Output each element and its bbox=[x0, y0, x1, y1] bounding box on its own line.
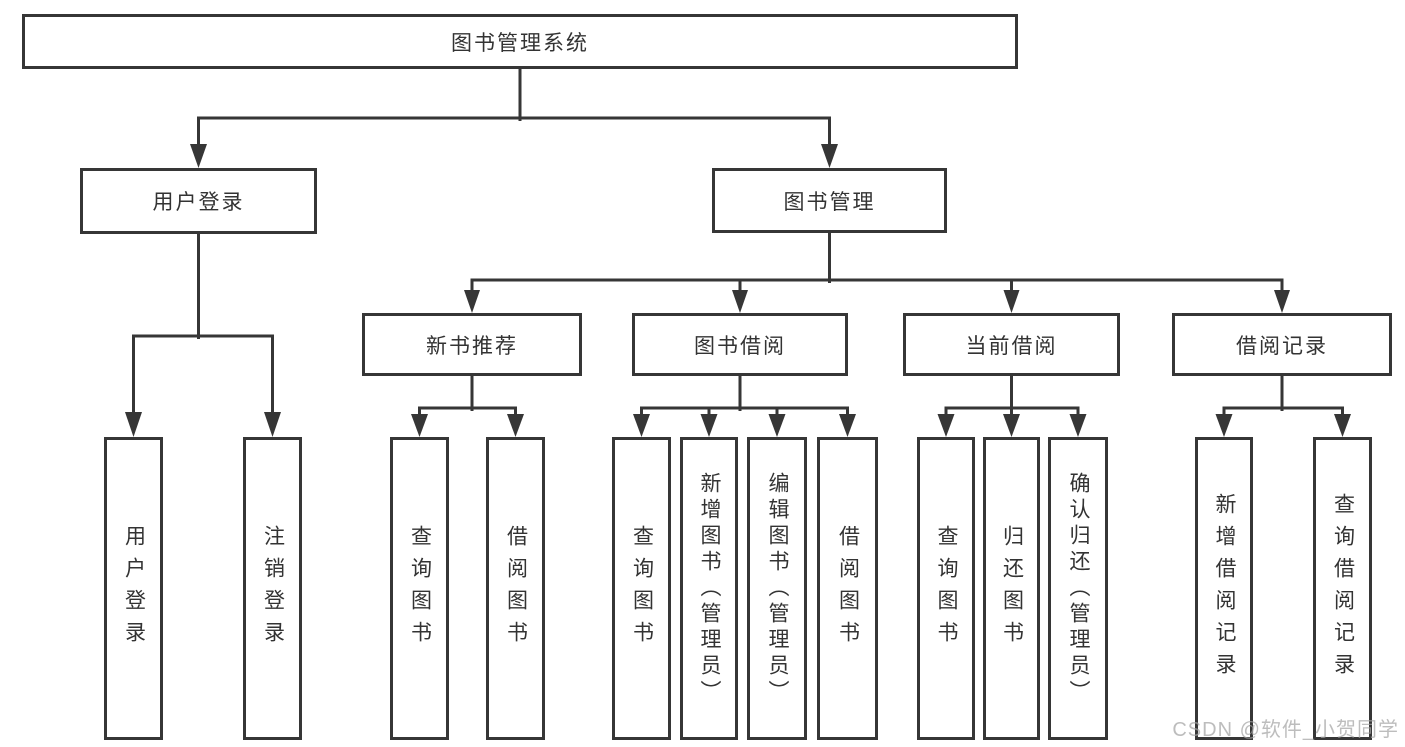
leaf-bb-query-books: 查询图书 bbox=[612, 437, 671, 740]
node-user-login: 用户登录 bbox=[80, 168, 317, 234]
node-book-management-label: 图书管理 bbox=[783, 190, 876, 214]
connector-book-management-children bbox=[464, 231, 1290, 313]
leaf-br-add-record-label: 新增借阅记录 bbox=[1213, 492, 1236, 685]
csdn-watermark: CSDN @软件_小贺同学 bbox=[1172, 719, 1399, 741]
node-new-book-recommend-label: 新书推荐 bbox=[426, 334, 518, 358]
leaf-cb-return-books: 归还图书 bbox=[983, 437, 1040, 740]
leaf-br-add-record: 新增借阅记录 bbox=[1195, 437, 1253, 740]
node-root: 图书管理系统 bbox=[22, 14, 1018, 69]
leaf-cb-return-books-label: 归还图书 bbox=[1000, 524, 1024, 653]
leaf-bb-borrow-books: 借阅图书 bbox=[817, 437, 878, 740]
node-book-borrow-label: 图书借阅 bbox=[694, 334, 786, 358]
leaf-logout-label: 注销登录 bbox=[261, 524, 285, 653]
node-borrow-records: 借阅记录 bbox=[1172, 313, 1392, 376]
leaf-nb-borrow-books-label: 借阅图书 bbox=[504, 524, 528, 653]
leaf-cb-confirm-return-admin: 确认归还（管理员） bbox=[1048, 437, 1108, 740]
leaf-nb-borrow-books: 借阅图书 bbox=[486, 437, 545, 740]
leaf-logout: 注销登录 bbox=[243, 437, 302, 740]
leaf-user-login-label: 用户登录 bbox=[122, 524, 146, 653]
leaf-cb-query-books-label: 查询图书 bbox=[935, 524, 958, 653]
connector-borrow-records-children bbox=[1215, 374, 1351, 437]
leaf-bb-query-books-label: 查询图书 bbox=[630, 524, 654, 653]
node-book-borrow: 图书借阅 bbox=[632, 313, 848, 376]
connector-new-book-recommend-children bbox=[411, 374, 524, 437]
connector-current-borrow-children bbox=[937, 374, 1087, 437]
node-current-borrow-label: 当前借阅 bbox=[965, 334, 1058, 358]
leaf-cb-confirm-return-admin-label: 确认归还（管理员） bbox=[1067, 471, 1090, 706]
leaf-br-query-record-label: 查询借阅记录 bbox=[1331, 492, 1355, 685]
leaf-bb-edit-books-admin: 编辑图书（管理员） bbox=[747, 437, 807, 740]
node-user-login-label: 用户登录 bbox=[152, 191, 245, 214]
leaf-user-login: 用户登录 bbox=[104, 437, 163, 740]
node-new-book-recommend: 新书推荐 bbox=[362, 313, 582, 376]
leaf-bb-add-books-admin: 新增图书（管理员） bbox=[680, 437, 738, 740]
leaf-bb-add-books-admin-label: 新增图书（管理员） bbox=[698, 471, 721, 706]
leaf-cb-query-books: 查询图书 bbox=[917, 437, 975, 740]
connector-root-to-level2 bbox=[190, 67, 838, 168]
leaf-nb-query-books: 查询图书 bbox=[390, 437, 449, 740]
node-current-borrow: 当前借阅 bbox=[903, 313, 1120, 376]
node-book-management: 图书管理 bbox=[712, 168, 947, 233]
leaf-bb-borrow-books-label: 借阅图书 bbox=[836, 524, 860, 653]
leaf-bb-edit-books-admin-label: 编辑图书（管理员） bbox=[766, 471, 789, 706]
connector-user-login-children bbox=[125, 232, 281, 437]
node-root-label: 图书管理系统 bbox=[451, 31, 589, 55]
connector-book-borrow-children bbox=[633, 374, 856, 437]
leaf-br-query-record: 查询借阅记录 bbox=[1313, 437, 1372, 740]
node-borrow-records-label: 借阅记录 bbox=[1236, 334, 1328, 358]
leaf-nb-query-books-label: 查询图书 bbox=[408, 524, 432, 653]
